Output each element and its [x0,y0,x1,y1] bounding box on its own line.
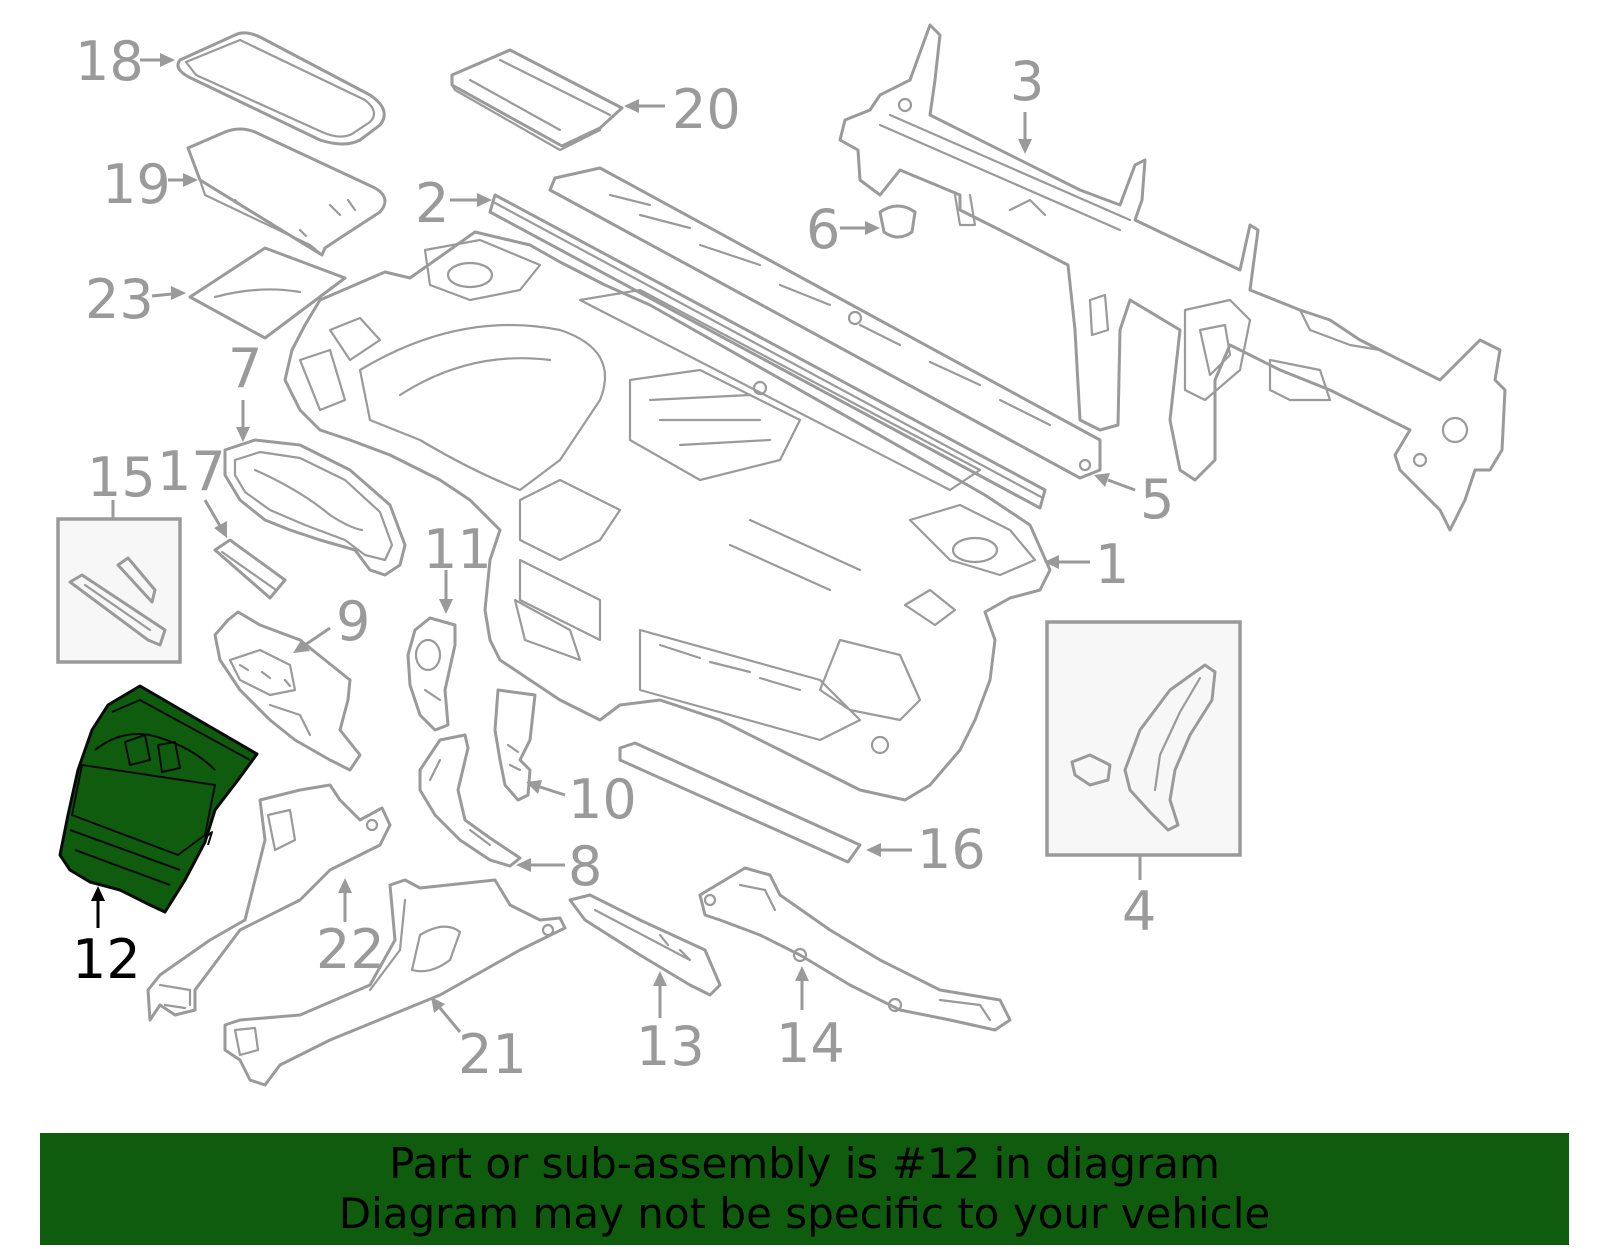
callout-1: 1 [1095,533,1129,596]
part-18 [176,31,386,146]
callout-5: 5 [1140,468,1174,531]
part-1 [283,230,1052,802]
callout-23: 23 [85,268,154,331]
callout-7: 7 [228,337,262,400]
callout-16: 16 [917,818,986,881]
callout-labels: 18 19 23 2 20 3 6 5 1 7 15 17 11 9 10 8 … [72,30,1174,1086]
callout-18: 18 [75,30,144,93]
part-7 [223,438,407,577]
part-23 [188,246,347,340]
callout-13: 13 [636,1015,705,1078]
part-16 [618,741,862,864]
callout-8: 8 [568,835,602,898]
info-banner: Part or sub-assembly is #12 in diagram D… [40,1133,1569,1245]
part-12-highlighted[interactable] [58,684,259,914]
callout-9: 9 [336,590,370,653]
callout-14: 14 [776,1012,845,1075]
callout-12: 12 [72,928,141,991]
callout-17: 17 [157,440,226,503]
callout-22: 22 [316,918,385,981]
callout-19: 19 [102,153,171,216]
banner-line-2: Diagram may not be specific to your vehi… [338,1189,1271,1238]
part-4-inset [1045,620,1242,857]
callout-20: 20 [672,78,741,141]
callout-3: 3 [1010,50,1044,113]
callout-21: 21 [458,1023,527,1086]
part-2 [488,193,1047,510]
part-22 [146,783,392,1022]
part-21 [223,878,567,1087]
part-8 [418,733,522,868]
callout-6: 6 [806,198,840,261]
part-14 [698,866,1012,1032]
part-11 [406,616,457,732]
part-17 [213,538,287,600]
part-9 [213,610,362,772]
callout-4: 4 [1122,880,1156,943]
part-19 [186,127,387,257]
part-5 [548,166,1102,480]
banner-line-1: Part or sub-assembly is #12 in diagram [389,1139,1220,1188]
part-6 [878,204,917,239]
callout-10: 10 [568,768,637,831]
leaders [91,53,1142,1033]
callout-11: 11 [423,518,492,581]
parts-diagram: 18 19 23 2 20 3 6 5 1 7 15 17 11 9 10 8 … [56,23,1507,1087]
callout-2: 2 [415,172,449,235]
part-13 [568,893,722,997]
part-10 [493,688,537,802]
part-20 [450,48,624,152]
callout-15: 15 [87,446,156,509]
part-3 [838,23,1507,532]
part-15-inset [56,517,182,664]
